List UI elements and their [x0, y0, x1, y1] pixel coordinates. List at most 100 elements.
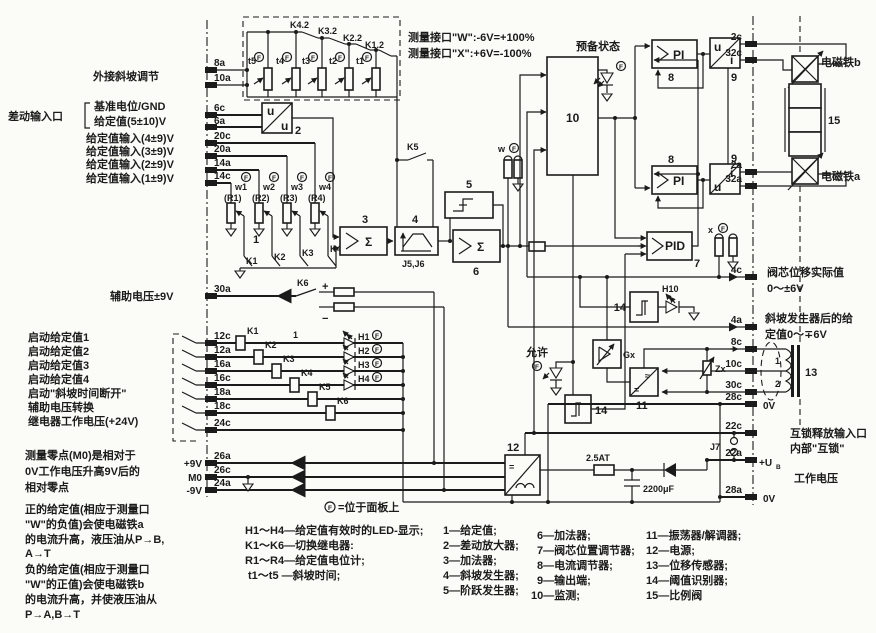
port-18a: 18a: [214, 387, 231, 398]
proportional-valve-15: 15 电磁铁b 电磁铁a: [757, 43, 861, 191]
solenoid-b: [787, 50, 824, 89]
pot-w3: w3 (R3) F: [280, 171, 309, 267]
port-20a: 20a: [214, 144, 231, 155]
jumper-j5j6-label: J5,J6: [402, 259, 425, 269]
label-pos-note-3: 的电流升高，液压油从P→B,: [25, 532, 164, 546]
ui-bottom-u: u: [714, 180, 721, 194]
pot-t2-label: t2: [329, 56, 337, 66]
pi-top-label: PI: [673, 48, 684, 62]
aux-voltage-switch: K6 + −: [217, 278, 445, 490]
block9-top-number: 9: [731, 72, 737, 84]
legend-t1-t5: t1～t5 —斜坡时间;: [248, 568, 340, 582]
pot-w2: w2 (R2) F: [252, 171, 281, 267]
label-minus9v: -9V: [186, 486, 202, 497]
block2-number: 2: [295, 125, 301, 137]
label-pos-note-2: "W"的负值)会使电磁铁a: [25, 517, 144, 531]
label-sp3: 给定值输入(3±9)V: [86, 144, 175, 158]
pot-t3: t3 F: [302, 36, 327, 97]
meas-port-x-note: 测量接口"X":+6V=-100%: [408, 46, 532, 60]
jumper-j7: J7: [710, 431, 739, 462]
port-30c: 30c: [725, 380, 742, 391]
port-10a: 10a: [214, 73, 231, 84]
label-ub: +U: [759, 458, 772, 469]
label-sp5: 给定值(5±10)V: [94, 114, 167, 128]
block14-top-number: 14: [614, 302, 627, 314]
block3-number: 3: [362, 214, 368, 226]
block6-sigma: Σ: [477, 240, 484, 254]
label-neg-note-2: "W"的正值)会使电磁铁b: [25, 577, 144, 591]
legend-14: 14—阈值识别器;: [646, 573, 728, 587]
legend-col3: 6—加法器; 7—阀芯位置调节器; 8—电流调节器; 9—输出端; 10—监测;: [531, 528, 635, 602]
port-18c: 18c: [214, 401, 231, 412]
pi-bottom-label: PI: [673, 174, 684, 188]
label-pos-note-1: 正的给定值(相应于测量口: [25, 502, 150, 516]
label-ramp-out-1: 斜坡发生器后的给: [764, 311, 853, 325]
label-0v-28c: 0V: [763, 401, 776, 412]
label-neg-note-1: 负的给定值(相应于测量口: [25, 562, 150, 576]
pot-t2: t2 F: [329, 42, 354, 97]
legend-3: 3—加法器;: [443, 553, 497, 567]
panel-f-icon: F: [375, 347, 379, 354]
label-spool-actual-1: 阀芯位移实际值: [767, 265, 844, 279]
port-22a: 22a: [725, 448, 742, 459]
block1-number: 1: [253, 234, 259, 246]
legend-11: 11—振荡器/解调器;: [646, 528, 741, 542]
pot-r3-label: (R3): [280, 193, 298, 203]
block-14-top-threshold: 14 H10: [579, 277, 701, 323]
card-edge-rails: [206, 16, 801, 505]
led-h2-label: H2: [358, 346, 370, 356]
label-interlock-2: 内部"互锁": [790, 441, 844, 455]
port-14c: 14c: [214, 171, 231, 182]
port-14a: 14a: [214, 158, 231, 169]
legend-10: 10—监测;: [531, 588, 580, 602]
label-diff-input: 差动输入口: [8, 109, 63, 123]
label-m0: M0: [188, 473, 202, 484]
block8-top-number: 8: [668, 72, 674, 84]
panel-f-icon: F: [328, 175, 332, 182]
led-h4-label: H4: [358, 374, 370, 384]
relay-k1-label: K1: [247, 326, 259, 336]
label-spool-actual-2: 0～±6V: [767, 283, 804, 295]
right-bottom-labels: 互锁释放输入口 内部"互锁" +U B 工作电压 0V: [759, 426, 867, 505]
label-solenoid-b: 电磁铁b: [821, 55, 861, 69]
pot-t5: t5 F: [248, 30, 273, 97]
left-annotations: 外接斜坡调节 差动输入口 基准电位/GND 给定值(5±10)V 给定值输入(4…: [8, 69, 202, 621]
right-terminals: 2c 32c 2a 32a 4c 4a 8c 10c 30c 28c 22c 2…: [725, 32, 757, 500]
label-sp2: 给定值输入(2±9)V: [86, 157, 175, 171]
relay-k2-label: K2: [265, 340, 277, 350]
block7-number: 7: [694, 258, 700, 270]
port-24c: 24c: [214, 418, 231, 429]
fuse-rating-label: 2.5AT: [586, 453, 610, 463]
relay-row-16c: K4 H4 F: [181, 368, 403, 393]
port-28a: 28a: [725, 485, 742, 496]
legend-4: 4—斜坡发生器;: [443, 568, 519, 582]
block-10-monitor: 10 预备状态 F: [546, 39, 635, 176]
label-ref-gnd: 基准电位/GND: [93, 99, 166, 113]
block-13-transducer: 1 2 13: [757, 341, 817, 401]
block-11-oscillator: ≈ = 11: [629, 367, 659, 412]
block-gx: Gx: [592, 277, 635, 383]
switch-k1-label: K1: [246, 256, 258, 266]
label-allow: 允许: [525, 345, 548, 359]
legend-13: 13—位移传感器;: [646, 558, 728, 572]
panel-f-icon: F: [375, 333, 379, 340]
label-sp1: 给定值输入(1±9)V: [86, 171, 175, 185]
position-feedback-loop: 阀芯位移实际值 0～±6V x F 14 H10 斜坡发生器后的给 定值0～∓6…: [508, 175, 853, 424]
summing-and-ramp-blocks: Σ 3 4 J5,J6 K5 5 Σ 6: [339, 97, 505, 278]
label-start3: 启动给定值3: [28, 358, 89, 372]
label-start2: 启动给定值2: [28, 344, 89, 358]
panel-f-icon: F: [338, 55, 342, 62]
test-point-w-label: w: [497, 144, 506, 154]
label-ramp-out-2: 定值0～∓6V: [765, 327, 827, 341]
current-regulator-stages: PI 8 u i 9 PI 8 i u 9: [633, 37, 745, 247]
block13-number: 13: [805, 367, 817, 379]
switch-k5-label: K5: [407, 142, 419, 152]
pot-w2-label: w2: [262, 182, 275, 192]
label-solenoid-a: 电磁铁a: [821, 169, 861, 183]
label-sp4: 给定值输入(4±9)V: [86, 131, 175, 145]
panel-f-icon: F: [619, 64, 623, 71]
panel-f-icon: F: [311, 55, 315, 62]
relay-row-18c: K6: [181, 396, 403, 421]
ui-bottom-i: i: [730, 166, 733, 180]
panel-f-icon: F: [244, 175, 248, 182]
